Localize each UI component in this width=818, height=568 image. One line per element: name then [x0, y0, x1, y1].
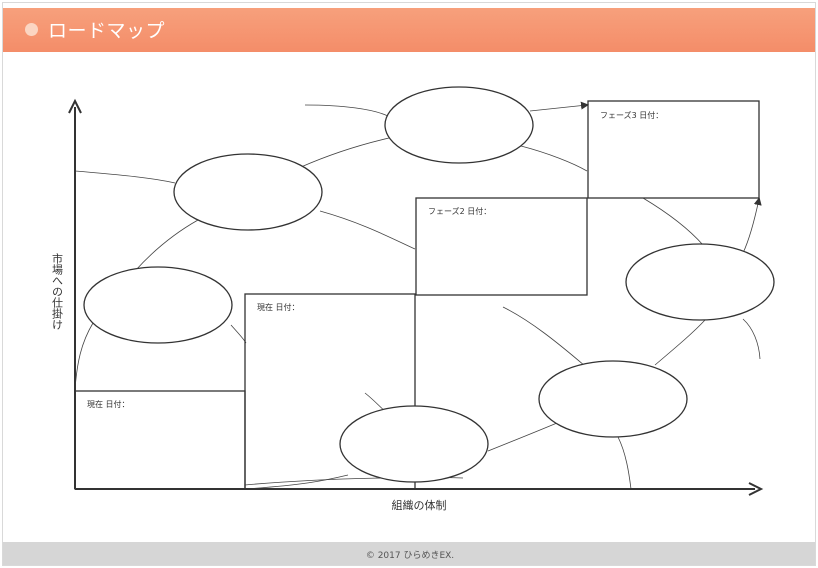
title-bar: ロードマップ	[3, 8, 815, 52]
connector-curve	[74, 322, 94, 390]
box-label-now-2: 現在 日付：	[257, 302, 300, 312]
connector-curve	[642, 197, 704, 246]
y-axis-arrow-icon	[68, 98, 82, 114]
roadmap-diagram: 現在 日付： 現在 日付： フェーズ2 日付： フェーズ3 日付： 市場への仕掛…	[51, 86, 775, 512]
y-axis-label: 市場への仕掛け	[51, 252, 64, 330]
connector-curve	[654, 319, 706, 366]
bullet-dot-icon	[25, 23, 38, 36]
milestone-ellipse	[173, 153, 323, 231]
milestone-ellipse	[83, 266, 233, 344]
connector-curve	[244, 474, 349, 490]
milestone-ellipse	[538, 360, 688, 438]
connector-curve	[134, 219, 199, 272]
box-label-phase-2: フェーズ2 日付：	[428, 206, 491, 216]
connector-curve	[230, 324, 247, 344]
box-label-now-1: 現在 日付：	[87, 399, 130, 409]
connector-curve	[520, 145, 588, 172]
connector-curve	[529, 101, 589, 112]
box-label-phase-3: フェーズ3 日付：	[600, 110, 663, 120]
footer-bar: © 2017 ひらめきEX.	[3, 542, 815, 565]
connector-curve	[304, 104, 389, 117]
copyright-text: © 2017 ひらめきEX.	[365, 551, 455, 561]
x-axis-label: 組織の体制	[392, 498, 447, 512]
roadmap-box-phase-2	[415, 197, 588, 296]
x-axis-arrow-icon	[748, 482, 764, 496]
connector-curve	[487, 422, 558, 452]
connector-curve	[742, 197, 762, 254]
connector-curve	[319, 210, 416, 250]
connector-curve	[742, 318, 761, 360]
milestone-ellipse	[384, 86, 534, 164]
milestone-ellipse	[625, 243, 775, 321]
connector-curve	[300, 137, 390, 168]
connector-curve	[617, 436, 632, 490]
connector-curve	[74, 170, 176, 184]
page-title: ロードマップ	[48, 20, 166, 42]
milestone-ellipse	[339, 405, 489, 483]
roadmap-box-phase-3	[587, 100, 760, 199]
connector-curve	[502, 306, 586, 367]
